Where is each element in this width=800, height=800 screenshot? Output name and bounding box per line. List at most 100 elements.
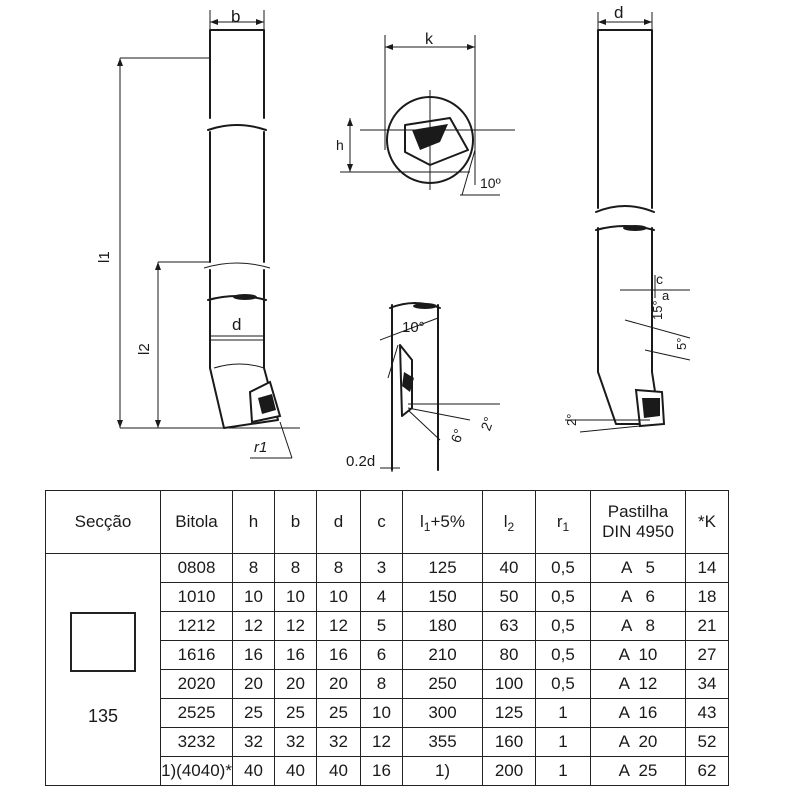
header-bitola: Bitola: [160, 490, 233, 554]
cell-d: 16: [316, 640, 361, 670]
cell-pastilha: A 20: [590, 727, 686, 757]
cell-r1: 0,5: [535, 582, 591, 612]
cell-h: 10: [232, 582, 275, 612]
cell-l2: 100: [482, 669, 536, 699]
cell-bitola: 3232: [160, 727, 233, 757]
cell-b: 40: [274, 756, 317, 786]
cell-k: 27: [685, 640, 729, 670]
header-d: d: [316, 490, 361, 554]
label-r1: r1: [254, 439, 267, 456]
cell-c: 10: [360, 698, 403, 728]
cell-r1: 1: [535, 756, 591, 786]
cell-d: 10: [316, 582, 361, 612]
cell-b: 8: [274, 553, 317, 583]
label-angle-10-front: 10º: [480, 175, 501, 191]
cell-bitola: 0808: [160, 553, 233, 583]
front-view: [117, 10, 300, 459]
cell-r1: 0,5: [535, 553, 591, 583]
cell-h: 25: [232, 698, 275, 728]
label-angle-6: 6°: [447, 427, 467, 445]
cell-pastilha: A 8: [590, 611, 686, 641]
cell-bitola: 2020: [160, 669, 233, 699]
label-l1: l1: [96, 251, 113, 263]
section-code: 135: [87, 706, 119, 726]
cell-k: 18: [685, 582, 729, 612]
cell-c: 4: [360, 582, 403, 612]
cell-c: 5: [360, 611, 403, 641]
cell-d: 40: [316, 756, 361, 786]
cell-pastilha: A 5: [590, 553, 686, 583]
cell-h: 32: [232, 727, 275, 757]
label-angle-10-side: 10°: [402, 319, 425, 336]
cell-b: 16: [274, 640, 317, 670]
label-a: a: [662, 288, 670, 303]
cell-l1: 250: [402, 669, 483, 699]
cell-k: 21: [685, 611, 729, 641]
cell-l2: 200: [482, 756, 536, 786]
cell-bitola: 1010: [160, 582, 233, 612]
label-angle-2-side: 2°: [477, 415, 497, 433]
cell-b: 12: [274, 611, 317, 641]
cell-l1: 1): [402, 756, 483, 786]
cell-r1: 0,5: [535, 640, 591, 670]
cell-d: 32: [316, 727, 361, 757]
cell-b: 32: [274, 727, 317, 757]
side-view: [379, 302, 500, 472]
header-l1: l1+5%: [402, 490, 483, 554]
header-r1: r1: [535, 490, 591, 554]
cell-b: 10: [274, 582, 317, 612]
cell-h: 20: [232, 669, 275, 699]
cell-l2: 50: [482, 582, 536, 612]
section-cell: 135: [45, 553, 161, 786]
cell-l1: 300: [402, 698, 483, 728]
square-section-icon: [70, 612, 136, 672]
label-k: k: [425, 31, 434, 48]
top-view: [340, 35, 515, 196]
label-02d: 0.2d: [346, 453, 375, 470]
cell-l2: 63: [482, 611, 536, 641]
cell-bitola: 1)(4040)*: [160, 756, 233, 786]
label-b: b: [231, 7, 240, 26]
cell-k: 14: [685, 553, 729, 583]
cell-pastilha: A 25: [590, 756, 686, 786]
cell-l1: 180: [402, 611, 483, 641]
cell-pastilha: A 6: [590, 582, 686, 612]
cell-c: 16: [360, 756, 403, 786]
cell-pastilha: A 16: [590, 698, 686, 728]
cell-d: 12: [316, 611, 361, 641]
header-h: h: [232, 490, 275, 554]
cell-pastilha: A 10: [590, 640, 686, 670]
cell-k: 34: [685, 669, 729, 699]
cell-l1: 150: [402, 582, 483, 612]
cell-r1: 1: [535, 698, 591, 728]
cell-r1: 1: [535, 727, 591, 757]
label-angle-5: 5°: [674, 338, 689, 350]
label-d-right: d: [614, 3, 623, 22]
label-d-front: d: [232, 315, 241, 334]
cell-l2: 40: [482, 553, 536, 583]
cell-h: 16: [232, 640, 275, 670]
table-header-row: Secção Bitola h b d c l1+5% l2 r1 Pastil…: [45, 490, 729, 554]
cell-bitola: 1616: [160, 640, 233, 670]
cell-pastilha: A 12: [590, 669, 686, 699]
cell-c: 8: [360, 669, 403, 699]
tool-drawing: b l1 l2 d r1 k h 10º 10° 6° 2° 0.2d d c …: [96, 3, 691, 472]
cell-k: 52: [685, 727, 729, 757]
label-h: h: [336, 137, 344, 153]
cell-c: 6: [360, 640, 403, 670]
cell-r1: 0,5: [535, 611, 591, 641]
label-angle-15: 15°: [650, 300, 665, 320]
label-angle-2-right: 2°: [564, 414, 579, 426]
cell-d: 8: [316, 553, 361, 583]
cell-d: 25: [316, 698, 361, 728]
cell-c: 12: [360, 727, 403, 757]
header-seccao: Secção: [45, 490, 161, 554]
cell-l1: 125: [402, 553, 483, 583]
